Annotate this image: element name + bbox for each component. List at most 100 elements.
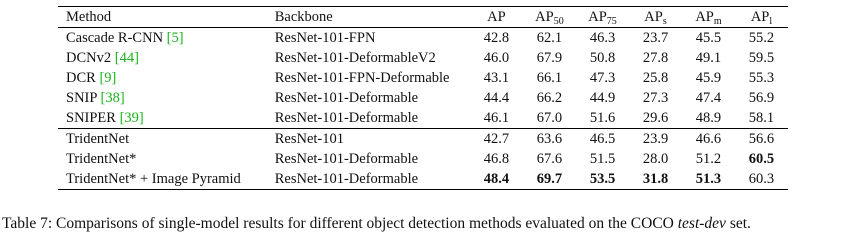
metric-cell: 50.8 [589,50,616,66]
table-caption: Table 7: Comparisons of single-model res… [2,214,847,233]
method-name: Cascade R-CNN [66,30,164,46]
method-name: SNIP [66,90,97,106]
results-table-container: Method Backbone AP AP50 AP75 APs APm APl… [58,6,788,190]
metric-cell: 45.5 [695,30,722,46]
metric-cell: 51.5 [589,151,616,167]
header-method: Method [66,9,112,25]
method-name: TridentNet* + Image Pyramid [66,171,241,187]
metric-cell: 60.3 [748,171,775,187]
method-cell: DCNv2 [44] [58,48,275,68]
metric-cell: 55.2 [748,30,775,46]
metric-cell: 42.8 [483,30,510,46]
method-cell: SNIP [38] [58,88,275,108]
header-apl-sub: l [769,16,773,27]
metric-cell: 29.6 [642,110,669,126]
method-cell: TridentNet [58,129,275,150]
method-name: DCR [66,70,96,86]
metric-cell: 63.6 [536,131,563,147]
citation-link[interactable]: [39] [119,110,144,126]
metric-cell: 25.8 [642,70,669,86]
metric-cell: 44.4 [483,90,510,106]
backbone-cell: ResNet-101 [274,131,344,147]
caption-venue: test-dev [677,215,726,232]
metric-cell: 67.0 [536,110,563,126]
metric-cell: 46.1 [483,110,510,126]
header-apm-sub: m [713,16,722,27]
metric-cell: 66.1 [536,70,563,86]
metric-cell: 46.3 [589,30,616,46]
metric-cell: 27.8 [642,50,669,66]
table-header: Method Backbone AP AP50 AP75 APs APm APl [58,6,788,28]
metric-cell: 46.5 [589,131,616,147]
table-body-tridentnet: TridentNet ResNet-101 42.7 63.6 46.5 23.9 46.6… [58,129,788,190]
metric-cell: 48.9 [695,110,722,126]
header-ap75-sub: 75 [606,16,617,27]
backbone-cell: ResNet-101-Deformable [274,151,419,167]
metric-cell: 60.5 [748,151,775,167]
metric-cell: 31.8 [642,171,669,187]
table-row: TridentNet ResNet-101 42.7 63.6 46.5 23.9 46.6… [58,129,788,150]
metric-cell: 45.9 [695,70,722,86]
citation-link[interactable]: [38] [100,90,125,106]
metric-cell: 23.9 [642,131,669,147]
results-table: Method Backbone AP AP50 AP75 APs APm APl… [58,6,788,190]
method-cell: DCR [9] [58,68,275,88]
metric-cell: 51.2 [695,151,722,167]
metric-cell: 46.6 [695,131,722,147]
metric-cell: 46.0 [483,50,510,66]
header-ap75-base: AP [588,9,607,25]
header-backbone: Backbone [274,9,333,25]
metric-cell: 58.1 [748,110,775,126]
metric-cell: 51.6 [589,110,616,126]
metric-cell: 59.5 [748,50,775,66]
metric-cell: 43.1 [483,70,510,86]
header-ap50-sub: 50 [553,16,564,27]
metric-cell: 53.5 [589,171,616,187]
backbone-cell: ResNet-101-FPN [274,30,376,46]
header-ap75: AP75 [576,7,629,28]
method-cell: Cascade R-CNN [5] [58,28,275,49]
metric-cell: 44.9 [589,90,616,106]
header-apl: APl [735,7,788,28]
backbone-cell: ResNet-101-Deformable [274,110,419,126]
backbone-cell: ResNet-101-Deformable [274,171,419,187]
metric-cell: 56.6 [748,131,775,147]
metric-cell: 28.0 [642,151,669,167]
table-row: TridentNet* + Image Pyramid ResNet-101-De… [58,169,788,190]
method-cell: TridentNet* [58,149,275,169]
header-ap50-base: AP [535,9,554,25]
metric-cell: 67.6 [536,151,563,167]
header-row: Method Backbone AP AP50 AP75 APs APm APl [58,6,788,28]
metric-cell: 56.9 [748,90,775,106]
header-apm: APm [682,7,735,28]
metric-cell: 48.4 [483,171,510,187]
method-cell: SNIPER [39] [58,108,275,129]
header-ap: AP [487,9,506,25]
header-aps: APs [629,7,682,28]
header-ap50: AP50 [523,7,576,28]
method-name: TridentNet* [66,151,137,167]
citation-link[interactable]: [5] [166,30,184,46]
method-name: SNIPER [66,110,116,126]
citation-link[interactable]: [9] [99,70,117,86]
caption-suffix: set. [725,215,751,232]
metric-cell: 55.3 [748,70,775,86]
header-aps-base: AP [644,9,663,25]
method-cell: TridentNet* + Image Pyramid [58,169,275,190]
metric-cell: 47.4 [695,90,722,106]
table-row: TridentNet* ResNet-101-Deformable 46.8 67.6… [58,149,788,169]
metric-cell: 42.7 [483,131,510,147]
metric-cell: 66.2 [536,90,563,106]
header-aps-sub: s [662,16,667,27]
metric-cell: 46.8 [483,151,510,167]
metric-cell: 62.1 [536,30,563,46]
method-name: TridentNet [66,131,130,147]
backbone-cell: ResNet-101-DeformableV2 [274,50,436,66]
backbone-cell: ResNet-101-Deformable [274,90,419,106]
citation-link[interactable]: [44] [114,50,139,66]
metric-cell: 49.1 [695,50,722,66]
metric-cell: 23.7 [642,30,669,46]
